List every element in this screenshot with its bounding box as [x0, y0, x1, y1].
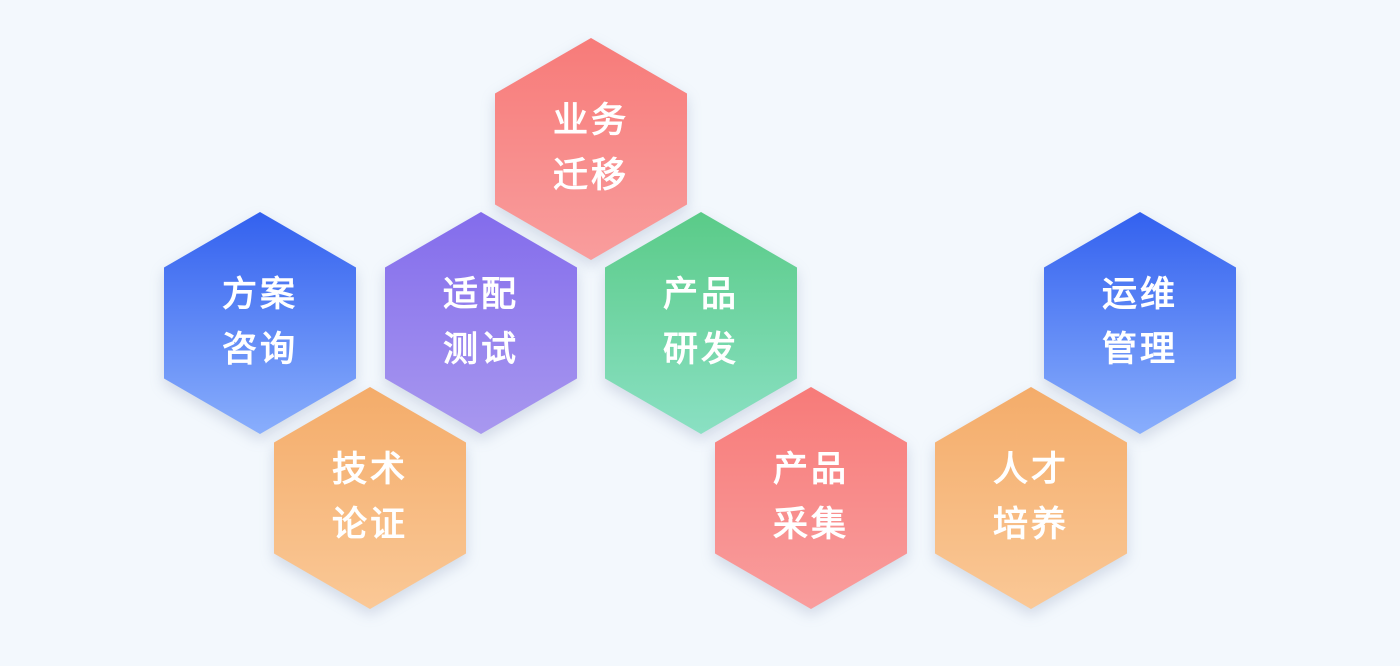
hex-technical-demonstration: 技术 论证: [274, 387, 466, 609]
hex-label-line-2: 采集: [772, 505, 849, 545]
hexagon-shape: 业务 迁移: [495, 38, 687, 260]
hex-label-line-2: 管理: [1101, 330, 1178, 370]
hex-operations-management: 运维 管理: [1044, 212, 1236, 434]
hex-label-line-1: 运维: [1101, 275, 1178, 315]
hex-product-procurement: 产品 采集: [715, 387, 907, 609]
hex-label-line-1: 方案: [221, 275, 298, 315]
hexagon-shape: 产品 采集: [715, 387, 907, 609]
hex-product-development: 产品 研发: [605, 212, 797, 434]
hex-label-line-1: 产品: [772, 450, 849, 490]
hex-label-line-1: 适配: [442, 275, 519, 315]
hexagon-shape: 方案 咨询: [164, 212, 356, 434]
hex-label-line-2: 迁移: [552, 156, 629, 196]
hexagon-shape: 技术 论证: [274, 387, 466, 609]
hexagon-shape: 适配 测试: [385, 212, 577, 434]
hex-label-line-2: 研发: [662, 330, 739, 370]
hex-label-line-1: 技术: [331, 450, 408, 490]
hexagon-shape: 产品 研发: [605, 212, 797, 434]
hex-business-migration: 业务 迁移: [495, 38, 687, 260]
hex-adaptation-testing: 适配 测试: [385, 212, 577, 434]
hex-label-line-1: 业务: [552, 101, 629, 141]
hex-label-line-2: 咨询: [221, 330, 298, 370]
hex-label-line-1: 人才: [992, 450, 1069, 490]
hex-label-line-1: 产品: [662, 275, 739, 315]
hexagon-shape: 人才 培养: [935, 387, 1127, 609]
hex-talent-cultivation: 人才 培养: [935, 387, 1127, 609]
hex-solution-consulting: 方案 咨询: [164, 212, 356, 434]
hex-label-line-2: 论证: [331, 505, 408, 545]
hex-label-line-2: 测试: [442, 330, 519, 370]
hexagon-shape: 运维 管理: [1044, 212, 1236, 434]
hex-label-line-2: 培养: [992, 505, 1069, 545]
